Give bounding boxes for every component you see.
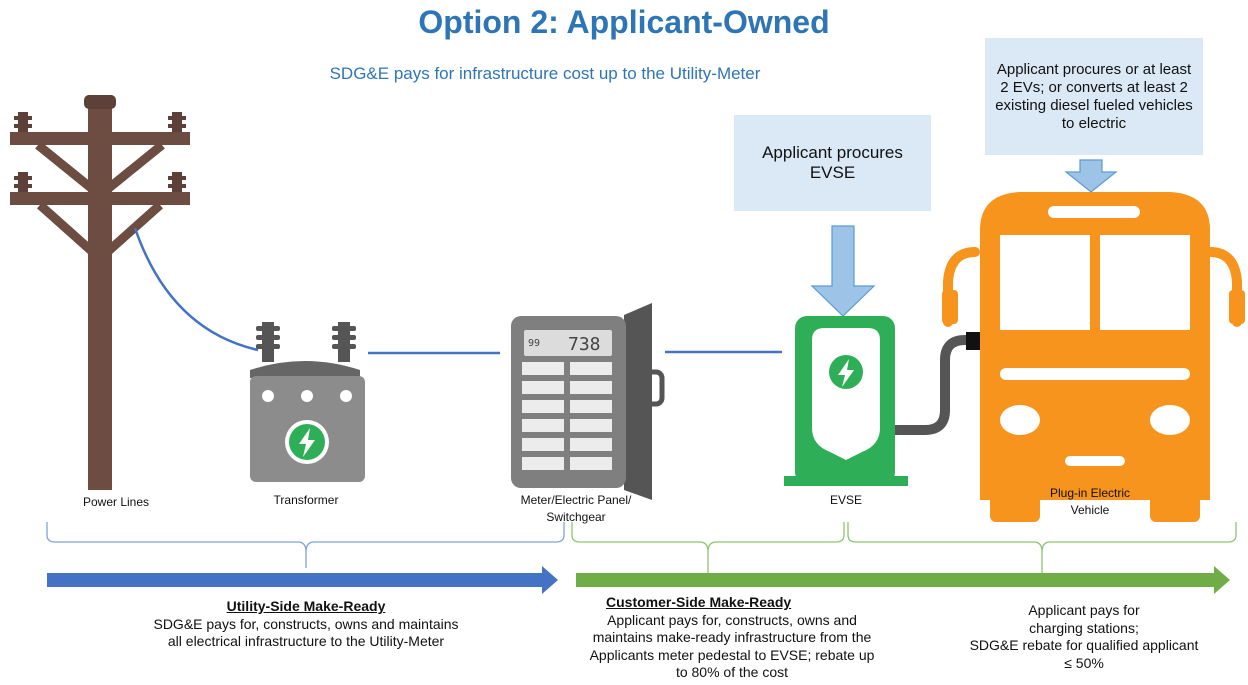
down-arrow-icon — [1064, 159, 1118, 193]
label-meter-line1: Meter/Electric Panel/ — [520, 493, 632, 507]
customer-side-line4: to 80% of the cost — [675, 664, 789, 680]
utility-side-brace — [46, 522, 565, 553]
customer-side-line3: Applicants meter pedestal to EVSE; rebat… — [589, 646, 875, 663]
charging-brace — [847, 522, 1237, 553]
ev-callout: Applicant procures or at least 2 EVs; or… — [985, 38, 1203, 155]
label-ev-line1: Plug-in Electric — [1049, 486, 1131, 500]
label-ev: Plug-in Electric Vehicle — [1020, 485, 1160, 519]
charging-line3: SDG&E rebate for qualified applicant — [969, 637, 1199, 653]
charging-line4: ≤ 50% — [1064, 654, 1104, 671]
transformer-icon — [250, 322, 365, 482]
customer-side-arrow — [576, 566, 1230, 594]
label-evse: EVSE — [829, 493, 862, 507]
evse-charger-icon — [784, 316, 980, 486]
page-title: Option 2: Applicant-Owned — [418, 4, 830, 40]
power-wire — [133, 227, 259, 352]
utility-side-line2: all electrical infrastructure to the Uti… — [167, 633, 445, 649]
lightning-bolt-icon — [299, 428, 315, 457]
meter-display-small: 99 — [528, 338, 540, 349]
ev-callout-text: Applicant procures or at least 2 EVs; or… — [995, 60, 1193, 132]
customer-side-brace — [571, 522, 845, 553]
meter-panel-icon: 99 738 — [511, 303, 665, 500]
charging-line2: charging stations; — [1029, 619, 1139, 636]
label-transformer: Transformer — [273, 493, 339, 507]
charging-line1: Applicant pays for — [1028, 602, 1140, 618]
utility-side-arrow — [47, 566, 558, 594]
customer-side-heading: Customer-Side Make-Ready — [606, 594, 792, 610]
utility-side-heading: Utility-Side Make-Ready — [226, 598, 386, 614]
evse-callout-text: Applicant procures EVSE — [762, 142, 903, 182]
bus-icon — [942, 192, 1245, 522]
label-power-lines: Power Lines — [82, 495, 150, 509]
page-subtitle: SDG&E pays for infrastructure cost up to… — [329, 64, 761, 83]
label-ev-line2: Vehicle — [1070, 502, 1110, 517]
customer-side-line2: maintains make-ready infrastructure from… — [592, 629, 872, 645]
utility-side-line1: SDG&E pays for, constructs, owns and mai… — [153, 615, 459, 632]
power-pole-icon — [10, 95, 190, 490]
label-meter-line2: Switchgear — [546, 509, 606, 524]
utility-side-description: Utility-Side Make-Ready SDG&E pays for, … — [96, 598, 516, 651]
lightning-bolt-icon — [838, 359, 854, 387]
customer-side-line1: Applicant pays for, constructs, owns and — [607, 611, 857, 628]
evse-callout: Applicant procures EVSE — [734, 115, 931, 211]
customer-side-description: Customer-Side Make-Ready Applicant pays … — [532, 594, 932, 682]
label-meter-panel: Meter/Electric Panel/ Switchgear — [496, 492, 656, 526]
down-arrow-icon — [810, 225, 876, 317]
charging-description: Applicant pays for charging stations; SD… — [926, 602, 1242, 672]
meter-display-large: 738 — [568, 334, 601, 355]
